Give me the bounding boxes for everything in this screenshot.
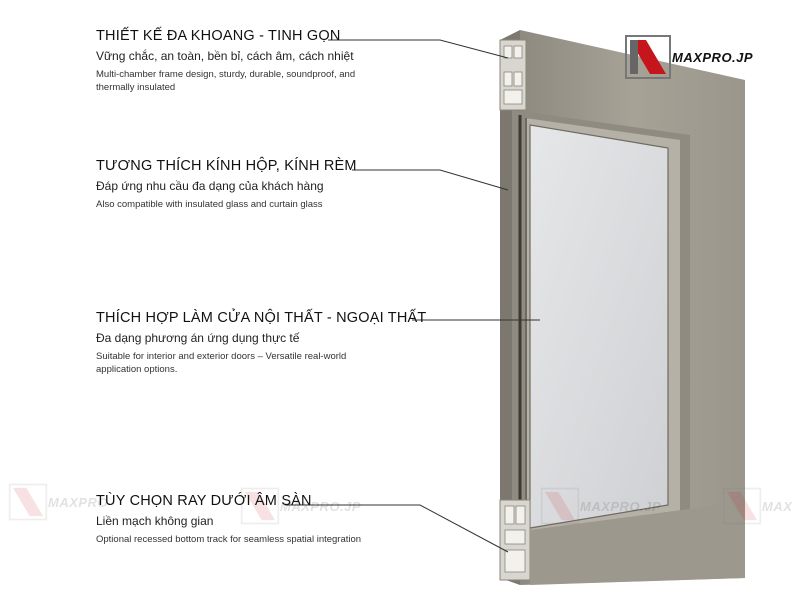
feature-description: Also compatible with insulated glass and… bbox=[96, 199, 323, 210]
feature-subtitle: Vững chắc, an toàn, bền bỉ, cách âm, các… bbox=[96, 49, 354, 63]
brand-logo-icon bbox=[625, 35, 671, 79]
feature-subtitle: Liền mạch không gian bbox=[96, 514, 214, 528]
top-profile-chambers bbox=[499, 39, 527, 111]
watermark-logo: MAX bbox=[722, 486, 792, 526]
watermark-logo: MAXPRO.JP bbox=[540, 486, 661, 526]
feature-title: THÍCH HỢP LÀM CỬA NỘI THẤT - NGOẠI THẤT bbox=[96, 310, 427, 326]
bottom-rail bbox=[530, 505, 745, 585]
feature-description: Multi-chamber frame design, sturdy, dura… bbox=[96, 69, 356, 93]
brand-logo: MAXPRO.JP bbox=[624, 34, 753, 80]
callout-lines bbox=[285, 39, 540, 553]
feature-multi-chamber: THIẾT KẾ ĐA KHOANG - TINH GỌN Vững chắc,… bbox=[96, 28, 426, 94]
feature-recessed-track: TÙY CHỌN RAY DƯỚI ÂM SÀN Liền mạch không… bbox=[96, 493, 426, 546]
feature-title: TÙY CHỌN RAY DƯỚI ÂM SÀN bbox=[96, 493, 312, 509]
brand-name: MAXPRO.JP bbox=[672, 49, 754, 65]
feature-interior-exterior: THÍCH HỢP LÀM CỬA NỘI THẤT - NGOẠI THẤT … bbox=[96, 310, 426, 376]
feature-glass-compatibility: TƯƠNG THÍCH KÍNH HỘP, KÍNH RÈM Đáp ứng n… bbox=[96, 158, 426, 211]
feature-subtitle: Đa dạng phương án ứng dụng thực tế bbox=[96, 331, 300, 345]
feature-title: THIẾT KẾ ĐA KHOANG - TINH GỌN bbox=[96, 28, 341, 44]
callout-line-1 bbox=[328, 39, 509, 59]
feature-subtitle: Đáp ứng nhu cầu đa dạng của khách hàng bbox=[96, 179, 324, 193]
bottom-profile-chambers bbox=[499, 499, 531, 581]
feature-description: Optional recessed bottom track for seaml… bbox=[96, 534, 362, 545]
callout-line-4 bbox=[285, 504, 509, 553]
callout-line-2 bbox=[352, 169, 509, 191]
watermark-logo: MAXPRO bbox=[8, 482, 108, 522]
glass-pane bbox=[529, 124, 669, 529]
feature-title: TƯƠNG THÍCH KÍNH HỘP, KÍNH RÈM bbox=[96, 158, 357, 174]
feature-description: Suitable for interior and exterior doors… bbox=[96, 351, 347, 375]
watermark-logo: MAXPRO.JP bbox=[240, 486, 361, 526]
